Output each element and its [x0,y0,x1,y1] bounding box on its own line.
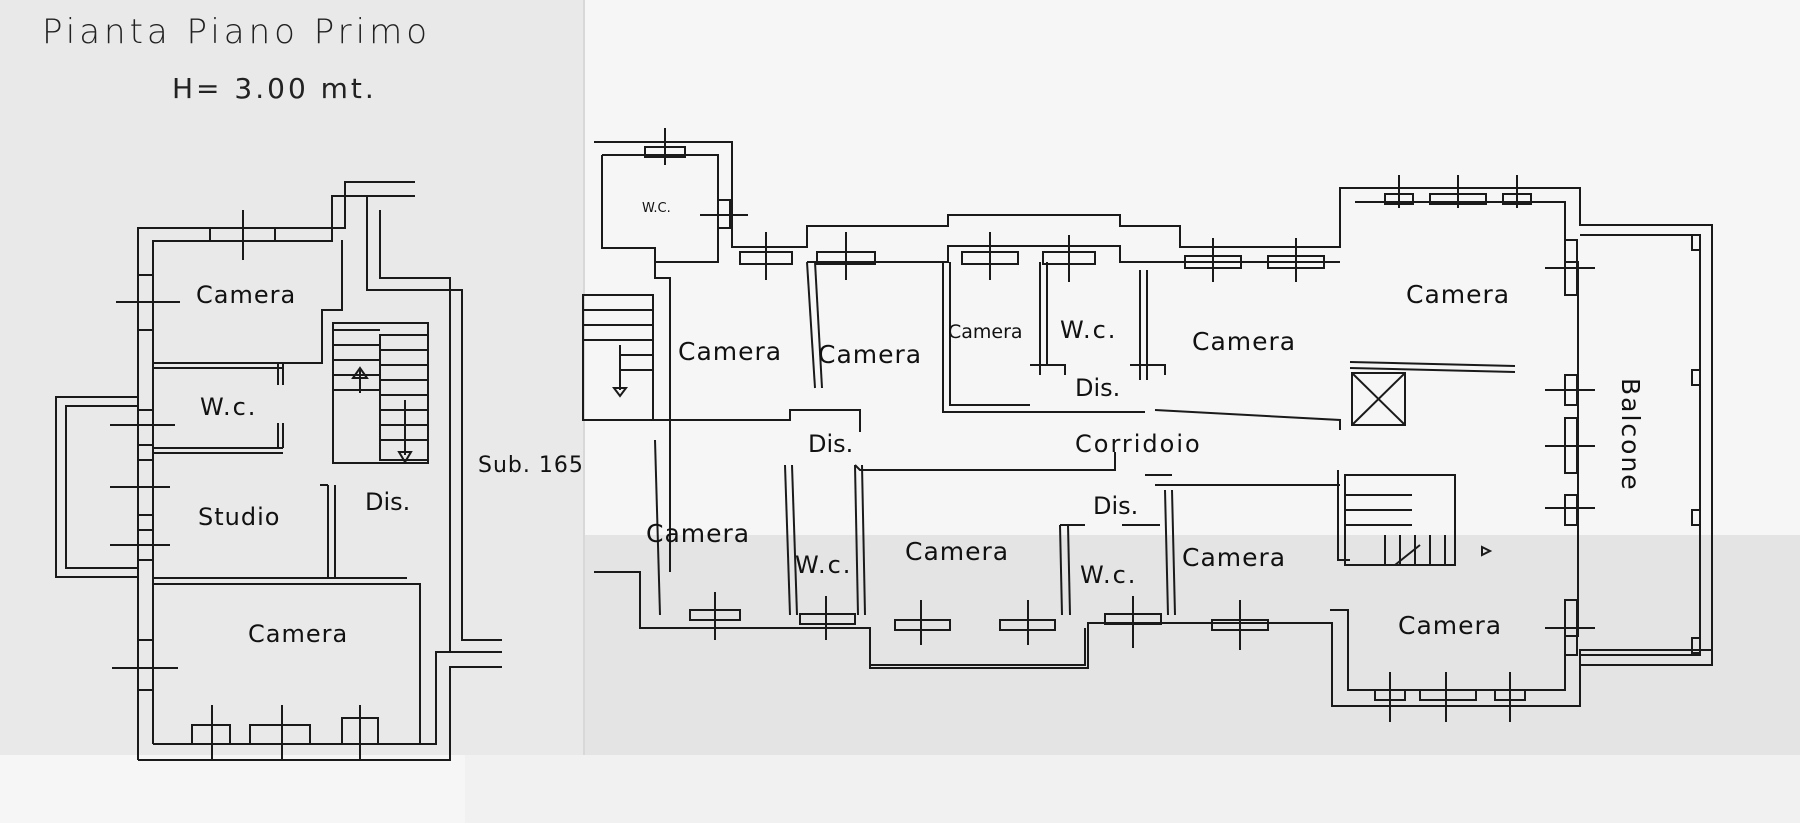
room-label: Dis. [1093,492,1138,520]
room-label: Camera [1406,280,1510,309]
main-wing-walls [582,128,1713,722]
fold-shadow [583,535,1800,755]
room-label: Camera [948,321,1023,343]
room-label: Camera [248,620,348,648]
room-label: W.c. [1060,316,1117,344]
plan-title: Pianta Piano Primo [42,12,432,52]
room-label: Camera [905,537,1009,566]
corridor-label: Corridoio [1075,430,1202,458]
sheet-bottom-strip [465,755,1800,823]
room-label: Dis. [365,488,410,516]
room-label: Camera [1398,611,1502,640]
room-label: Camera [818,340,922,369]
room-label: Camera [678,337,782,366]
sub-label: Sub. 165 [478,453,584,478]
ceiling-height-note: H= 3.00 mt. [172,72,377,105]
stair-arrows [351,366,1493,557]
room-label: Camera [646,519,750,548]
room-label: Camera [1182,543,1286,572]
room-label: W.C. [642,201,671,216]
room-label: Camera [196,281,296,309]
room-label: Dis. [808,430,853,458]
room-label: W.c. [200,393,257,421]
room-label: W.c. [1080,561,1137,589]
balcony-label: Balcone [1616,378,1645,492]
room-label: Dis. [1075,374,1120,402]
room-label: Camera [1192,327,1296,356]
room-label: Studio [198,503,280,531]
scanned-sheet-left [0,0,583,755]
room-label: W.c. [795,551,852,579]
left-wing-walls [55,181,502,761]
